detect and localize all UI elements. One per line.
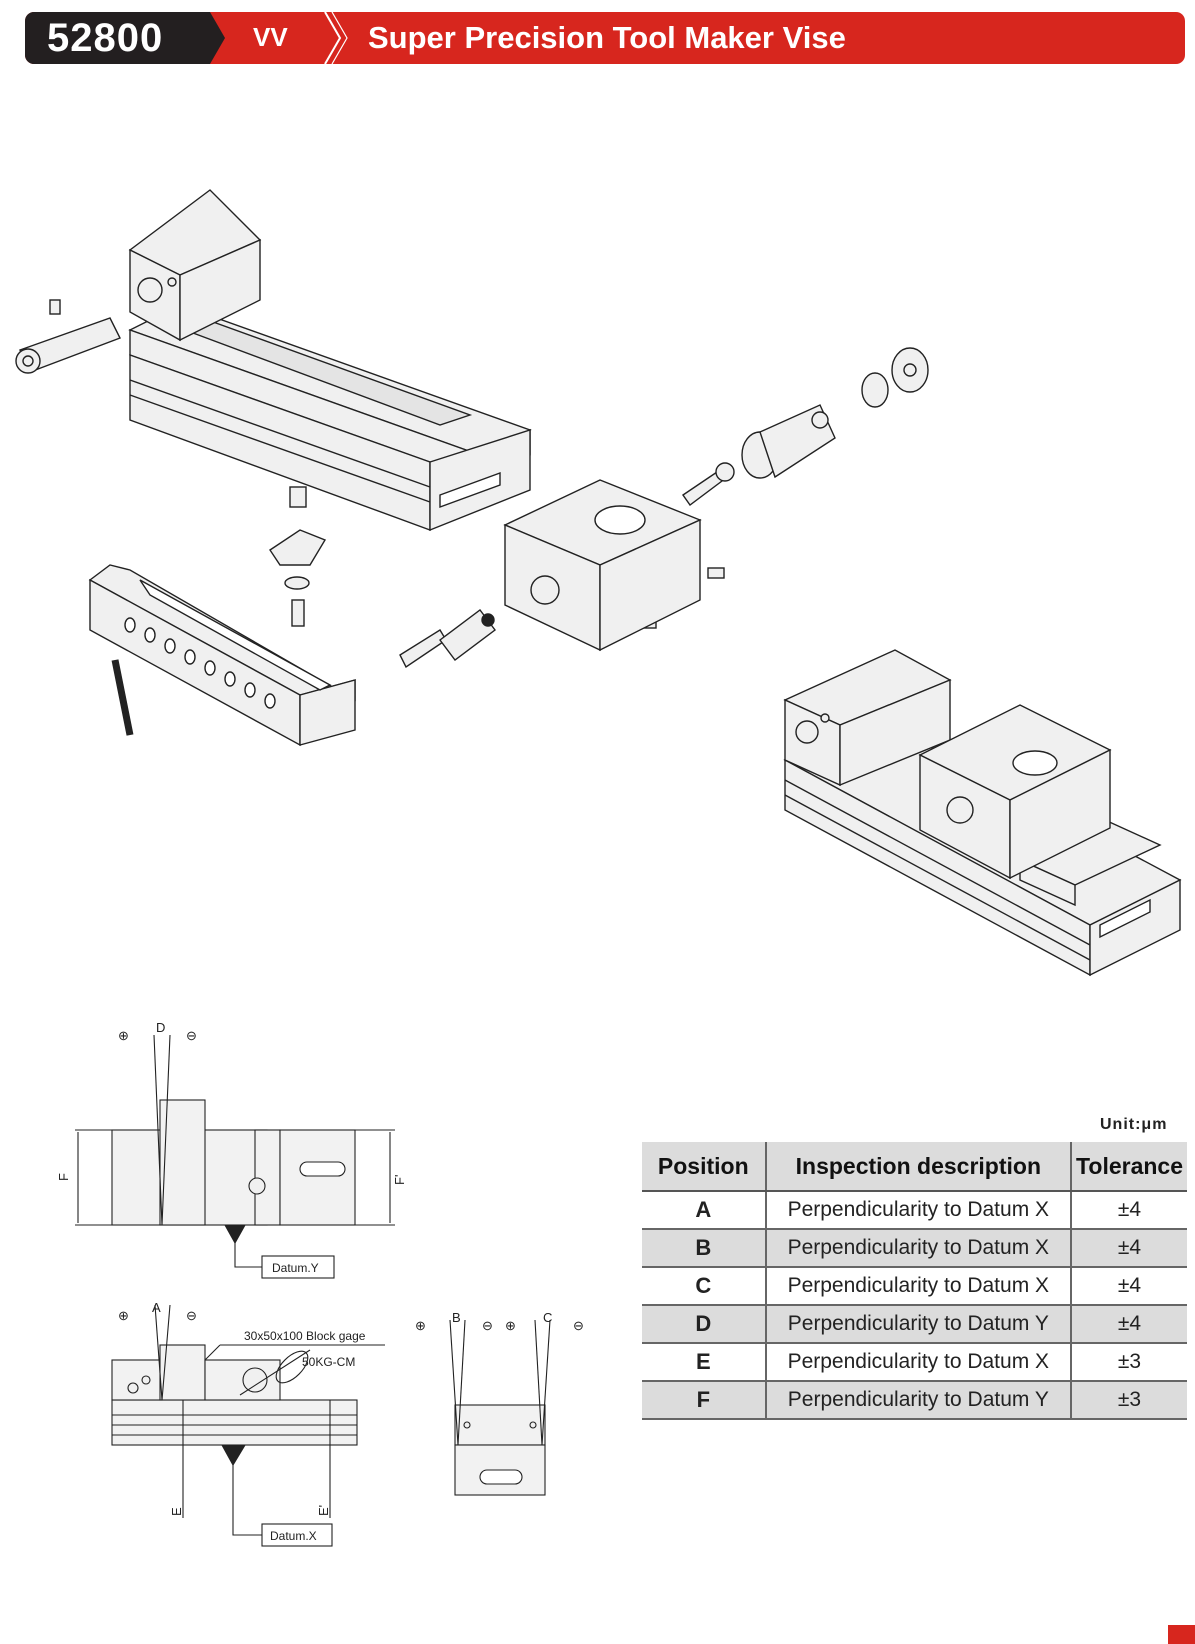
tolerance-cell: ±3 bbox=[1071, 1381, 1187, 1420]
description-cell: Perpendicularity to Datum X bbox=[765, 1267, 1073, 1306]
position-cell: C bbox=[642, 1267, 767, 1306]
plus-symbol: ⊕ bbox=[415, 1318, 426, 1333]
label-f-prime: F' bbox=[392, 1175, 407, 1185]
exploded-screw-parts bbox=[15, 299, 929, 736]
datum-x-label: Datum.X bbox=[270, 1529, 317, 1543]
exploded-vise-base bbox=[128, 304, 532, 532]
description-cell: Perpendicularity to Datum X bbox=[765, 1343, 1073, 1382]
unit-label: Unit:μm bbox=[1100, 1116, 1168, 1133]
minus-symbol: ⊖ bbox=[573, 1318, 584, 1333]
position-cell: D bbox=[642, 1305, 767, 1344]
description-cell: Perpendicularity to Datum Y bbox=[765, 1305, 1073, 1344]
product-title: Super Precision Tool Maker Vise bbox=[368, 20, 846, 55]
label-d: D bbox=[156, 1020, 165, 1035]
label-e: E bbox=[169, 1507, 184, 1516]
position-cell: F bbox=[642, 1381, 767, 1420]
datum-y-label: Datum.Y bbox=[272, 1261, 319, 1275]
label-c: C bbox=[543, 1310, 552, 1325]
label-e-prime: E' bbox=[316, 1505, 331, 1516]
exploded-movable-jaw bbox=[503, 479, 702, 652]
plus-symbol: ⊕ bbox=[118, 1308, 129, 1323]
position-cell: B bbox=[642, 1229, 767, 1268]
inspection-diagram-bottom-right: ⊕ B ⊖ ⊕ C ⊖ bbox=[415, 1310, 584, 1496]
label-b: B bbox=[452, 1310, 461, 1325]
minus-symbol: ⊖ bbox=[186, 1308, 197, 1323]
plus-symbol: ⊕ bbox=[505, 1318, 516, 1333]
plus-symbol: ⊕ bbox=[118, 1028, 129, 1043]
exploded-fixed-jaw bbox=[128, 189, 262, 342]
tolerance-table: Position Inspection description Toleranc… bbox=[642, 1142, 1187, 1420]
label-a: A bbox=[152, 1300, 161, 1315]
column-header: Position bbox=[642, 1142, 767, 1192]
column-header: Inspection description bbox=[765, 1142, 1073, 1192]
column-header: Tolerance bbox=[1071, 1142, 1187, 1192]
product-code: 52800 bbox=[47, 16, 164, 60]
inspection-diagram-top: ⊕ D ⊖ F F' Datum.Y bbox=[56, 1020, 407, 1279]
tolerance-cell: ±3 bbox=[1071, 1343, 1187, 1382]
position-cell: A bbox=[642, 1191, 767, 1230]
tolerance-cell: ±4 bbox=[1071, 1305, 1187, 1344]
position-cell: E bbox=[642, 1343, 767, 1382]
label-f: F bbox=[56, 1173, 71, 1181]
minus-symbol: ⊖ bbox=[186, 1028, 197, 1043]
description-cell: Perpendicularity to Datum Y bbox=[765, 1381, 1073, 1420]
banner-shape bbox=[25, 12, 1185, 64]
assembled-vise bbox=[783, 649, 1182, 977]
description-cell: Perpendicularity to Datum X bbox=[765, 1229, 1073, 1268]
tolerance-cell: ±4 bbox=[1071, 1229, 1187, 1268]
torque-label: 50KG-CM bbox=[302, 1355, 355, 1369]
tolerance-cell: ±4 bbox=[1071, 1267, 1187, 1306]
page-corner-tab bbox=[1168, 1625, 1195, 1644]
series-label: VV bbox=[253, 22, 288, 52]
minus-symbol: ⊖ bbox=[482, 1318, 493, 1333]
table-header-row: Position Inspection description Toleranc… bbox=[642, 1142, 1187, 1192]
header-banner: 52800 VV Super Precision Tool Maker Vise bbox=[25, 12, 1185, 64]
block-gage-label: 30x50x100 Block gage bbox=[244, 1329, 366, 1343]
description-cell: Perpendicularity to Datum X bbox=[765, 1191, 1073, 1230]
inspection-diagram-bottom-left: ⊕ A ⊖ 30x50x100 Block gage 50KG-CM E E' … bbox=[111, 1300, 385, 1547]
tolerance-cell: ±4 bbox=[1071, 1191, 1187, 1230]
exploded-slide-bar bbox=[88, 564, 356, 747]
